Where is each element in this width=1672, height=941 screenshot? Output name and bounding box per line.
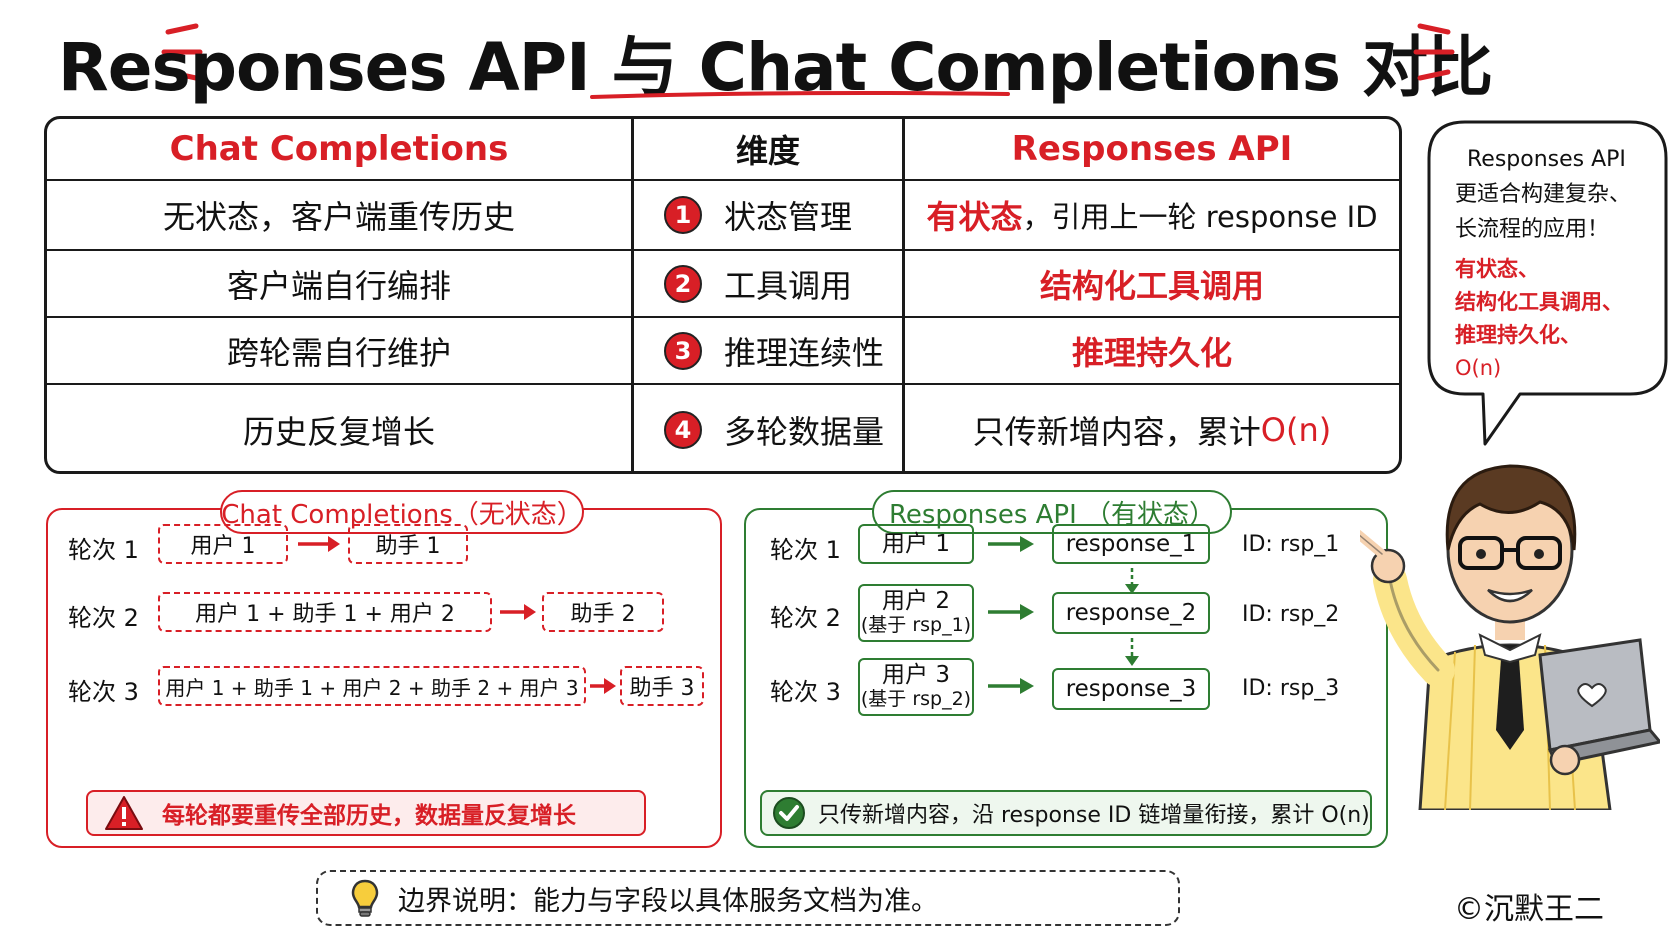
- round-label: 轮次 2: [68, 604, 139, 632]
- user-input-box: 用户 2 (基于 rsp_1): [858, 584, 974, 642]
- round-label: 轮次 3: [68, 678, 139, 706]
- lightbulb-icon: [351, 879, 379, 917]
- plain-text: ，引用上一轮 response ID: [1022, 200, 1378, 234]
- bubble-highlight: O(n): [1455, 356, 1502, 380]
- bubble-line: 长流程的应用！: [1455, 217, 1610, 242]
- dimension-label: 多轮数据量: [724, 413, 885, 451]
- response-box: response_1: [1052, 524, 1210, 564]
- success-banner: 只传新增内容，沿 response ID 链增量衔接，累计 O(n): [760, 790, 1372, 836]
- title-deco-right-icon: [1413, 23, 1455, 81]
- success-text: 只传新增内容，沿 response ID 链增量衔接，累计 O(n): [818, 803, 1370, 828]
- response-box: response_3: [1052, 668, 1210, 710]
- number-badge: 1: [664, 196, 702, 234]
- number-badge: 2: [664, 264, 702, 303]
- row-dimension: 1 状态管理: [631, 181, 905, 249]
- round-label: 轮次 2: [770, 604, 841, 632]
- arrow-right-icon: [988, 604, 1034, 620]
- bubble-text: Responses API 更适合构建复杂、 长流程的应用！ 有状态、 结构化工…: [1455, 142, 1660, 385]
- row-right-text: 有状态，引用上一轮 response ID: [905, 181, 1399, 249]
- title-deco-left-icon: [161, 23, 203, 81]
- user-input-label: 用户 2: [882, 588, 950, 614]
- bubble-highlight: 推理持久化、: [1455, 323, 1581, 347]
- speech-bubble: [1427, 120, 1668, 446]
- warning-text: 每轮都要重传全部历史，数据量反复增长: [162, 803, 576, 829]
- dimension-label: 工具调用: [724, 266, 853, 305]
- row-left-text: 历史反复增长: [242, 413, 435, 451]
- number-badge: 4: [664, 411, 702, 449]
- row-left-text: 客户端自行编排: [226, 266, 451, 305]
- check-circle-icon: [773, 797, 805, 829]
- highlight-text: 有状态: [926, 198, 1023, 236]
- dimension-label: 推理连续性: [724, 333, 885, 372]
- arrow-right-icon: [590, 678, 616, 694]
- highlight-text: O(n): [1260, 411, 1332, 449]
- responses-api-panel: Responses API （有状态） 轮次 1 用户 1 response_1…: [744, 490, 1388, 848]
- table-row: 跨轮需自行维护 3 推理连续性 推理持久化: [47, 316, 1399, 383]
- boundary-note-text: 边界说明：能力与字段以具体服务文档为准。: [398, 885, 938, 917]
- table-row: 无状态，客户端重传历史 1 状态管理 有状态，引用上一轮 response ID: [47, 179, 1399, 249]
- arrow-down-icon: [1125, 638, 1139, 666]
- title-underline: [590, 91, 1010, 99]
- row-dimension: 3 推理连续性: [631, 318, 905, 383]
- arrow-right-icon: [298, 536, 340, 552]
- user-input-box: 用户 1: [858, 524, 974, 564]
- response-box: response_2: [1052, 592, 1210, 634]
- user-input-box: 用户 3 (基于 rsp_2): [858, 658, 974, 716]
- round-label: 轮次 1: [770, 536, 841, 564]
- arrow-right-icon: [988, 678, 1034, 694]
- user-input-basis: (基于 rsp_2): [860, 688, 972, 710]
- copyright: ©沉默王二: [1454, 892, 1604, 927]
- warning-icon: [105, 796, 143, 830]
- dimension-label: 状态管理: [724, 198, 853, 236]
- comparison-table: Chat Completions 维度 Responses API 无状态，客户…: [44, 116, 1402, 474]
- highlight-text: 推理持久化: [1071, 333, 1232, 372]
- header-chat-completions: Chat Completions: [169, 129, 509, 169]
- arrow-right-icon: [988, 536, 1034, 552]
- header-dimension: 维度: [631, 119, 905, 179]
- table-header-row: Chat Completions 维度 Responses API: [47, 119, 1399, 179]
- arrow-down-icon: [1125, 568, 1139, 594]
- history-input-box: 用户 1: [158, 524, 288, 564]
- table-row: 历史反复增长 4 多轮数据量 只传新增内容，累计 O(n): [47, 383, 1399, 471]
- row-right-text: 结构化工具调用: [905, 251, 1399, 316]
- round-label: 轮次 1: [68, 536, 139, 564]
- history-input-box: 用户 1 + 助手 1 + 用户 2: [158, 592, 492, 632]
- plain-text: 只传新增内容，累计: [972, 413, 1261, 451]
- round-label: 轮次 3: [770, 678, 841, 706]
- laptop-icon: [1538, 638, 1660, 766]
- assistant-output-box: 助手 2: [542, 592, 664, 632]
- number-badge: 3: [664, 331, 702, 370]
- bubble-line: 更适合构建复杂、: [1455, 182, 1632, 207]
- row-right-text: 推理持久化: [905, 318, 1399, 383]
- row-left-text: 无状态，客户端重传历史: [162, 198, 515, 236]
- row-dimension: 2 工具调用: [631, 251, 905, 316]
- highlight-text: 结构化工具调用: [1039, 266, 1264, 305]
- user-input-label: 用户 1: [882, 531, 950, 557]
- table-row: 客户端自行编排 2 工具调用 结构化工具调用: [47, 249, 1399, 316]
- presenter-character-illustration: [1360, 464, 1660, 810]
- chat-completions-panel: Chat Completions（无状态） 轮次 1 用户 1 助手 1 轮次 …: [46, 490, 722, 848]
- response-id: ID: rsp_2: [1242, 602, 1340, 627]
- response-id: ID: rsp_1: [1242, 532, 1340, 557]
- user-input-basis: (基于 rsp_1): [860, 614, 972, 636]
- bubble-highlight: 有状态、: [1455, 257, 1539, 281]
- assistant-output-box: 助手 1: [348, 524, 468, 564]
- row-left-text: 跨轮需自行维护: [226, 333, 451, 372]
- arrow-right-icon: [500, 604, 536, 620]
- row-dimension: 4 多轮数据量: [631, 385, 905, 471]
- warning-banner: 每轮都要重传全部历史，数据量反复增长: [86, 790, 646, 836]
- assistant-output-box: 助手 3: [620, 666, 704, 706]
- response-id: ID: rsp_3: [1242, 676, 1340, 701]
- boundary-note: 边界说明：能力与字段以具体服务文档为准。: [316, 870, 1180, 926]
- header-responses-api: Responses API: [1011, 129, 1293, 169]
- history-input-box: 用户 1 + 助手 1 + 用户 2 + 助手 2 + 用户 3: [158, 666, 586, 706]
- bubble-line: Responses API: [1467, 147, 1626, 172]
- bubble-highlight: 结构化工具调用、: [1455, 290, 1623, 314]
- user-input-label: 用户 3: [882, 662, 950, 688]
- row-right-text: 只传新增内容，累计 O(n): [905, 385, 1399, 471]
